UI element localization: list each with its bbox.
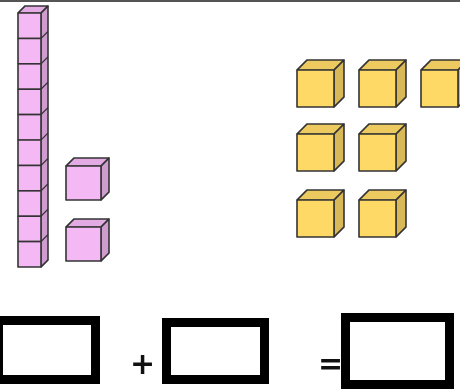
tens-rod-unit bbox=[18, 191, 41, 216]
yellow-one-cube bbox=[359, 124, 406, 171]
pink-one-cube bbox=[66, 158, 109, 200]
yellow-one-cube bbox=[297, 190, 344, 237]
tens-rod-unit bbox=[18, 89, 41, 114]
pink-ones-group bbox=[66, 158, 109, 261]
yellow-one-cube bbox=[297, 124, 344, 171]
tens-rod-unit bbox=[18, 13, 41, 38]
yellow-one-cube bbox=[359, 60, 406, 107]
tens-rod-unit bbox=[18, 115, 41, 140]
tens-rod-unit bbox=[18, 242, 41, 267]
yellow-one-cube bbox=[421, 60, 460, 107]
tens-rod-unit bbox=[18, 140, 41, 165]
yellow-one-cube bbox=[297, 60, 344, 107]
tens-rod-unit bbox=[18, 165, 41, 190]
pink-one-cube bbox=[66, 219, 109, 261]
yellow-one-cube bbox=[359, 190, 406, 237]
tens-rod-unit bbox=[18, 216, 41, 241]
equals-sign: = bbox=[318, 350, 343, 380]
plus-sign: + bbox=[130, 350, 155, 380]
tens-rod-unit bbox=[18, 64, 41, 89]
answer-box-2[interactable] bbox=[162, 318, 269, 384]
tens-rod-unit bbox=[18, 38, 41, 63]
tens-rod bbox=[18, 6, 48, 267]
answer-box-1[interactable] bbox=[0, 316, 100, 384]
answer-box-3[interactable] bbox=[341, 313, 454, 389]
blocks-area bbox=[0, 0, 460, 300]
yellow-ones-group bbox=[297, 60, 460, 237]
